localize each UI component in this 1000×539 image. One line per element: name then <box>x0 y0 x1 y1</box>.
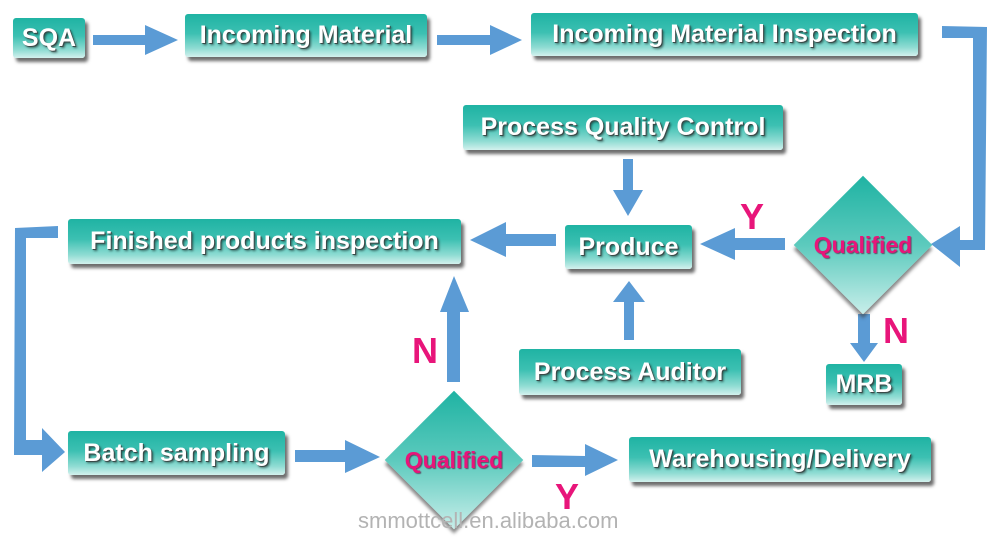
arrow-incoming-to-inspection <box>437 25 522 55</box>
node-finished-products-inspection: Finished products inspection <box>68 219 461 264</box>
node-produce: Produce <box>565 225 692 269</box>
node-incoming-material-inspection: Incoming Material Inspection <box>531 13 918 56</box>
label-qualified-2-no: N <box>412 330 438 371</box>
arrow-sqa-to-incoming <box>93 25 178 55</box>
arrow-qualified-to-mrb <box>850 314 878 362</box>
node-warehousing-delivery: Warehousing/Delivery <box>629 437 931 482</box>
node-incoming-material-label: Incoming Material <box>199 21 413 49</box>
arrow-batch-to-qualified <box>295 440 380 473</box>
node-process-quality-control: Process Quality Control <box>463 105 783 150</box>
label-qualified-2-yes: Y <box>555 476 580 517</box>
label-qualified-1-yes: Y <box>740 196 765 237</box>
node-finished-products-inspection-label: Finished products inspection <box>90 227 439 255</box>
arrow-qualified-to-warehousing <box>532 444 618 476</box>
node-warehousing-delivery-label: Warehousing/Delivery <box>649 445 911 473</box>
decision-qualified-1: Qualified <box>793 175 933 315</box>
node-process-auditor: Process Auditor <box>519 349 741 395</box>
node-batch-sampling: Batch sampling <box>68 431 285 475</box>
node-incoming-material: Incoming Material <box>185 14 427 57</box>
label-qualified-1-no: N <box>883 310 909 351</box>
arrow-produce-to-finished <box>470 222 556 257</box>
arrow-finished-to-batch <box>14 226 65 472</box>
node-process-auditor-label: Process Auditor <box>533 357 727 386</box>
node-sqa-label: SQA <box>21 23 77 52</box>
watermark: smmottcell.en.alibaba.com <box>358 508 619 533</box>
node-mrb-label: MRB <box>835 370 893 398</box>
node-process-quality-control-label: Process Quality Control <box>480 113 766 141</box>
arrow-qualified-to-produce <box>700 228 785 260</box>
arrow-inspection-to-qualified <box>931 26 987 267</box>
arrow-qualified-to-finished <box>440 276 469 382</box>
node-produce-label: Produce <box>578 232 679 261</box>
decision-qualified-2: Qualified <box>384 390 524 530</box>
node-sqa: SQA <box>13 18 85 58</box>
node-batch-sampling-label: Batch sampling <box>83 438 270 467</box>
decision-qualified-2-label: Qualified <box>404 446 504 473</box>
decision-qualified-1-label: Qualified <box>813 231 913 258</box>
arrow-pqc-to-produce <box>613 159 643 216</box>
node-mrb: MRB <box>826 364 902 405</box>
node-incoming-material-inspection-label: Incoming Material Inspection <box>552 20 897 48</box>
arrow-auditor-to-produce <box>613 281 645 340</box>
